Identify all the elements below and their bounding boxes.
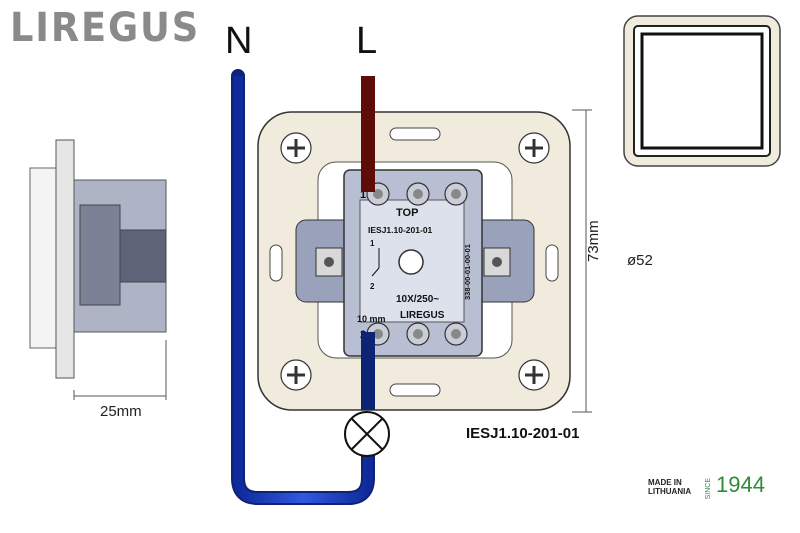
height-dimension: 73mm	[585, 220, 602, 262]
brand-logo: LIREGUS	[10, 5, 201, 51]
diameter-dimension: ø52	[627, 252, 653, 269]
height-dimension-line	[572, 109, 592, 413]
schematic-top-number: 1	[370, 239, 375, 248]
module-model-label: IESJ1.10-201-01	[368, 225, 433, 235]
strip-length-label: 10 mm	[357, 314, 386, 324]
module-top-label: TOP	[396, 207, 418, 219]
made-in-lithuania: MADE IN LITHUANIA	[648, 478, 691, 496]
schematic-bottom-number: 2	[370, 282, 375, 291]
terminal-1-label: 1	[360, 189, 366, 201]
switch-module	[295, 169, 535, 357]
neutral-wire-label: N	[225, 20, 253, 62]
depth-dimension: 25mm	[100, 403, 142, 420]
founding-year: 1944	[716, 472, 765, 497]
lamp-symbol	[344, 411, 390, 457]
front-view-thumbnail	[623, 15, 781, 167]
neutral-wire	[233, 76, 373, 503]
module-rating-label: 10X/250~	[396, 294, 439, 305]
module-side-code: 338-00-01-00-01	[463, 244, 472, 300]
side-view	[29, 139, 167, 400]
made-in-line: MADE IN	[648, 478, 682, 487]
live-wire-label: L	[356, 20, 378, 62]
module-maker-label: LIREGUS	[400, 310, 445, 321]
country-line: LITHUANIA	[648, 487, 692, 496]
model-caption: IESJ1.10-201-01	[466, 425, 580, 442]
since-label: SINCE	[705, 478, 712, 500]
